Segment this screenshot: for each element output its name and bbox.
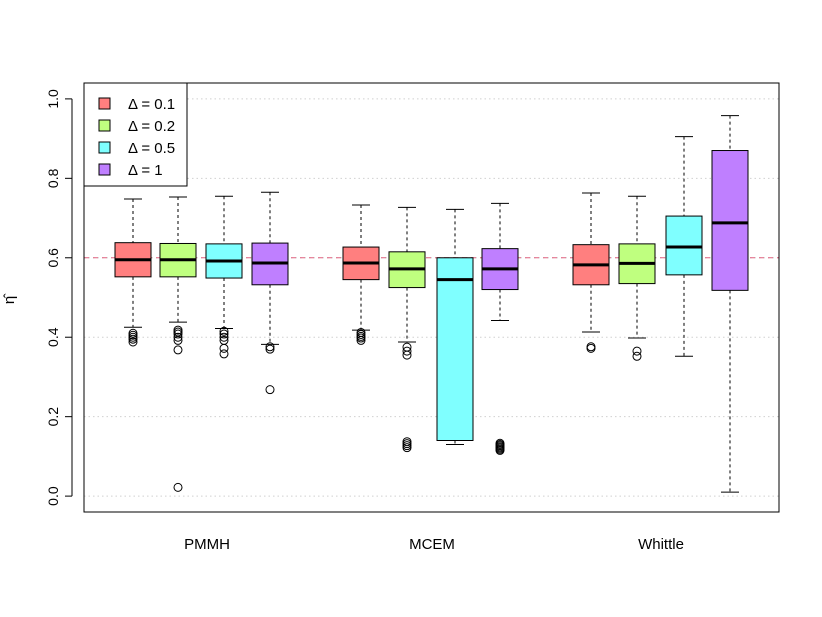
y-tick-label: 0.8 [45,168,61,188]
y-tick-label: 0.6 [45,248,61,268]
boxplot-mcem-series-2 [388,206,426,453]
boxplot-whittle-series-2 [618,195,656,361]
outlier-point [265,344,275,354]
grid-lines [84,98,779,497]
outlier-point [219,335,229,345]
y-tick-label: 0.2 [45,407,61,427]
outlier-point [128,337,138,347]
legend-label: Δ = 1 [128,162,163,179]
legend-swatch [98,141,111,154]
outlier-point [219,326,229,336]
outlier-point [173,345,183,355]
legend-swatch [98,97,111,110]
outlier-point [173,325,183,335]
boxes-layer [114,115,749,493]
boxplot-mcem-series-3 [436,208,474,445]
outlier-point [402,342,412,352]
outlier-point [265,385,275,395]
box-iqr [436,257,474,441]
y-axis-title: η̂ [1,293,18,304]
boxplot-whittle-series-4 [711,115,749,493]
box-iqr [665,215,703,276]
boxplot-whittle-series-1 [572,192,610,353]
outlier-point [219,332,229,342]
box-iqr [711,150,749,291]
outlier-point [173,327,183,337]
x-group-label: PMMH [184,536,230,553]
y-tick-label: 0.0 [45,486,61,506]
boxplot-mcem-series-1 [342,204,380,345]
outlier-point [128,328,138,338]
legend-label: Δ = 0.2 [128,118,175,135]
boxplot-mcem-series-4 [481,202,519,455]
outlier-point [265,342,275,352]
legend-label: Δ = 0.5 [128,140,175,157]
y-tick-label: 1.0 [45,89,61,109]
outlier-point [632,346,642,356]
outlier-point [219,343,229,353]
x-group-label: MCEM [409,536,455,553]
outlier-point [173,332,183,342]
outlier-point [356,327,366,337]
outlier-point [586,342,596,352]
boxplot-pmmh-series-1 [114,198,152,347]
boxplot-whittle-series-3 [665,136,703,357]
outlier-point [402,437,412,447]
legend-label: Δ = 0.1 [128,96,175,113]
outlier-point [173,482,183,492]
legend-swatch [98,119,111,132]
y-axis: 0.0 0.2 0.4 0.6 0.8 1.0 [45,89,73,506]
y-tick-label: 0.4 [45,327,61,347]
boxplot-pmmh-series-4 [251,191,289,395]
plot-frame [83,82,780,513]
outlier-point [219,349,229,359]
x-axis-group-labels: PMMH MCEM Whittle [184,536,684,553]
x-group-label: Whittle [638,536,684,553]
outlier-point [402,346,412,356]
legend: Δ = 0.1 Δ = 0.2 Δ = 0.5 Δ = 1 [83,82,188,187]
legend-swatch [98,163,111,176]
outlier-point [495,438,505,448]
outlier-point [219,329,229,339]
boxplot-pmmh-series-2 [159,196,197,492]
outlier-point [632,351,642,361]
boxplot-pmmh-series-3 [205,195,243,359]
